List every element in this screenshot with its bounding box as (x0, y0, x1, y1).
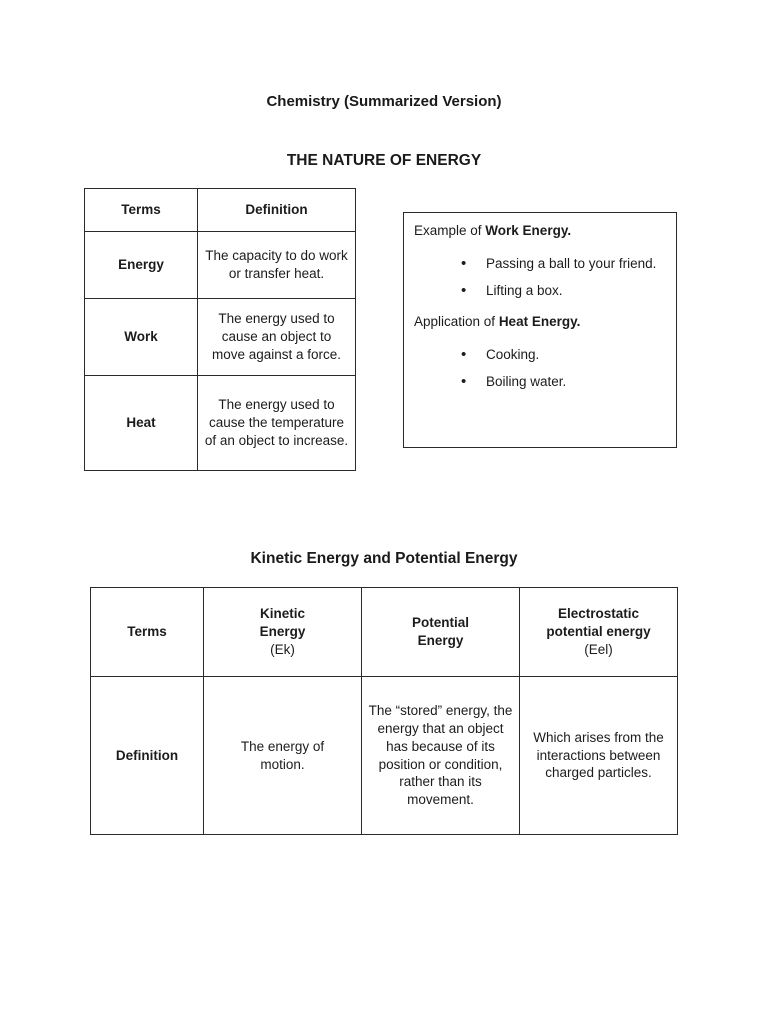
document-title: Chemistry (Summarized Version) (266, 93, 502, 110)
example-of-line: Example of Work Energy. (414, 222, 666, 240)
kinetic-table-header-terms: Terms (90, 587, 204, 677)
list-item: • Boiling water. (461, 368, 666, 395)
definition-cell-work: The energy used to cause an object to mo… (197, 298, 356, 376)
kinetic-table-header-electrostatic: Electrostatic potential energy (Eel) (519, 587, 678, 677)
table-row-heat: Heat The energy used to cause the temper… (84, 375, 356, 471)
kinetic-table-definition-row: Definition The energy of motion. The “st… (90, 676, 678, 835)
work-energy-term: Work Energy. (485, 223, 572, 238)
energy-table-header-terms: Terms (84, 188, 198, 232)
application-of-label: Application of (414, 314, 499, 329)
kinetic-energy-name: Kinetic (259, 606, 305, 622)
list-item: • Lifting a box. (461, 277, 666, 304)
electrostatic-energy-name-line2: potential energy (546, 624, 651, 640)
kinetic-definition-text: The energy of motion. (240, 738, 325, 772)
bullet-icon: • (461, 373, 467, 390)
heat-energy-applications-list: • Cooking. • Boiling water. (414, 341, 666, 395)
nature-of-energy-heading: THE NATURE OF ENERGY (286, 152, 482, 169)
kinetic-table-header-potential: Potential Energy (361, 587, 520, 677)
heat-energy-term: Heat Energy. (498, 314, 581, 329)
potential-energy-name-line2: Energy (417, 633, 464, 648)
table-row-energy: Energy The capacity to do work or transf… (84, 231, 356, 299)
kinetic-energy-symbol: (Ek) (270, 641, 295, 657)
electrostatic-energy-symbol: (Eel) (584, 641, 613, 657)
definition-cell-heat: The energy used to cause the temperature… (197, 375, 356, 471)
kinetic-potential-table: Terms Kinetic Energy (Ek) Potential Ener… (90, 587, 678, 835)
energy-table-header-definition: Definition (197, 188, 356, 232)
definition-cell-energy: The capacity to do work or transfer heat… (197, 231, 356, 299)
list-item-text: Boiling water. (486, 374, 567, 389)
bullet-icon: • (461, 346, 467, 363)
kinetic-table-header-kinetic: Kinetic Energy (Ek) (203, 587, 362, 677)
term-cell-work: Work (84, 298, 198, 376)
potential-definition-cell: The “stored” energy, the energy that an … (361, 676, 520, 835)
application-of-line: Application of Heat Energy. (414, 313, 666, 331)
list-item-text: Lifting a box. (486, 283, 563, 298)
kinetic-table-header-row: Terms Kinetic Energy (Ek) Potential Ener… (90, 587, 678, 677)
examples-box: Example of Work Energy. • Passing a ball … (403, 212, 677, 448)
definition-row-label: Definition (90, 676, 204, 835)
electrostatic-definition-cell: Which arises from the interactions betwe… (519, 676, 678, 835)
potential-energy-name: Potential (411, 615, 469, 631)
list-item-text: Cooking. (486, 347, 540, 362)
electrostatic-energy-name: Electrostatic (557, 606, 640, 622)
bullet-icon: • (461, 282, 467, 299)
energy-table-header-row: Terms Definition (84, 188, 356, 232)
list-item-text: Passing a ball to your friend. (486, 256, 657, 271)
kinetic-potential-heading: Kinetic Energy and Potential Energy (250, 550, 518, 567)
term-cell-energy: Energy (84, 231, 198, 299)
list-item: • Cooking. (461, 341, 666, 368)
list-item: • Passing a ball to your friend. (461, 250, 666, 277)
example-of-label: Example of (414, 223, 486, 238)
work-energy-examples-list: • Passing a ball to your friend. • Lifting… (414, 250, 666, 304)
kinetic-energy-name-line2: Energy (259, 624, 306, 640)
kinetic-definition-cell: The energy of motion. (203, 676, 362, 835)
energy-definitions-table: Terms Definition Energy The capacity to … (84, 188, 356, 471)
term-cell-heat: Heat (84, 375, 198, 471)
table-row-work: Work The energy used to cause an object … (84, 298, 356, 376)
bullet-icon: • (461, 255, 467, 272)
